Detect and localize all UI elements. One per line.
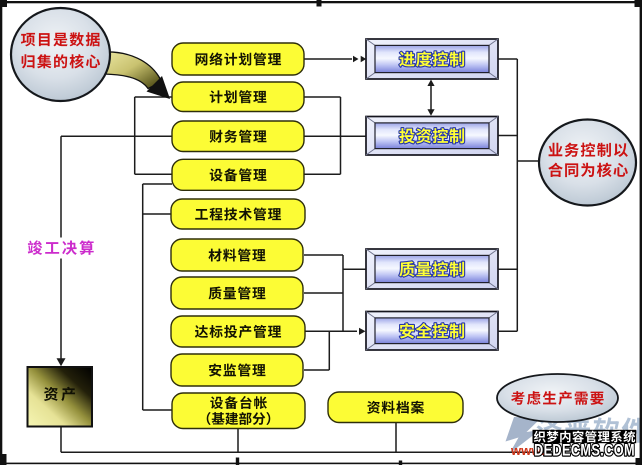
svg-text:www.: www. bbox=[510, 443, 544, 458]
svg-text:DEDECMS.COM: DEDECMS.COM bbox=[534, 441, 635, 459]
